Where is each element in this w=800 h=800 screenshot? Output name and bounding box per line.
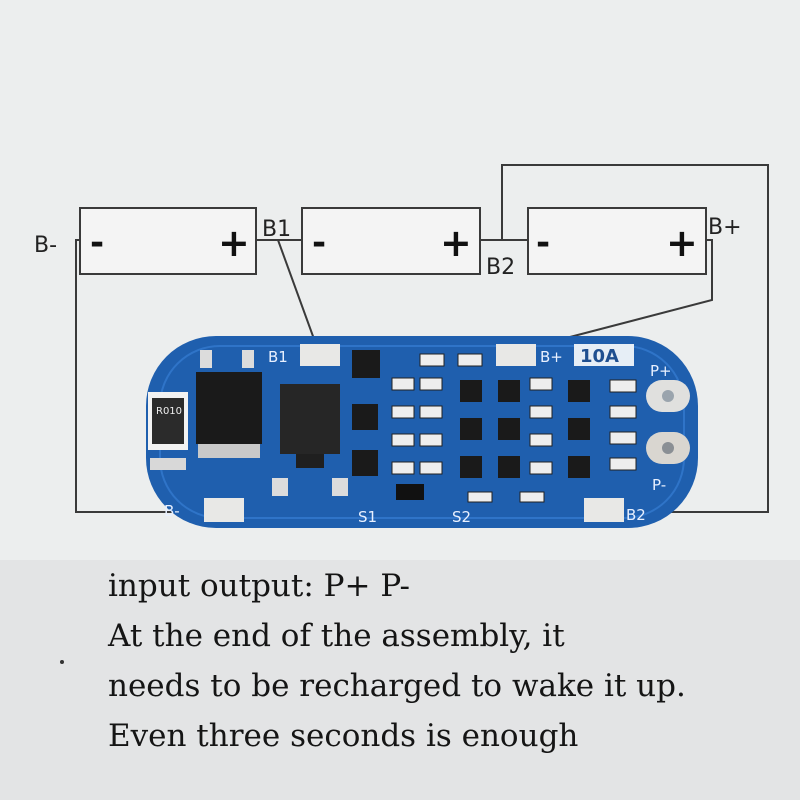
label-b-plus: B+ [708, 215, 742, 240]
label-b2: B2 [486, 255, 515, 280]
pad-b-plus [496, 344, 536, 366]
silk-b1: B1 [268, 348, 288, 366]
mosfet-1 [196, 372, 262, 444]
smd-resistor [609, 405, 637, 419]
pad-b-minus [204, 498, 244, 522]
smd-resistor [391, 433, 415, 447]
cell-2-negative: - [312, 223, 326, 263]
note-line-4: Even three seconds is enough [108, 718, 579, 754]
cell-3-negative: - [536, 223, 550, 263]
battery-cell-2: - + [301, 207, 481, 275]
note-line-3: needs to be recharged to wake it up. [108, 668, 686, 704]
silk-s2: S2 [452, 508, 471, 526]
bms-board: B1 B+ 10A P+ P- B- B2 S1 S2 R010 [146, 336, 698, 528]
current-rating: 10A [580, 346, 619, 367]
smd-resistor [529, 461, 553, 475]
cell-3-positive: + [666, 221, 698, 265]
smd-resistor [529, 377, 553, 391]
battery-cell-3: - + [527, 207, 707, 275]
label-b-minus: B- [34, 233, 57, 258]
note-line-2: At the end of the assembly, it [108, 618, 565, 654]
smd-resistor [419, 377, 443, 391]
smd-resistor [419, 461, 443, 475]
caption-background [0, 560, 800, 800]
silk-b-minus: B- [164, 502, 180, 520]
silk-b-plus: B+ [540, 348, 563, 366]
battery-cell-1: - + [79, 207, 257, 275]
cell-2-positive: + [440, 221, 472, 265]
smd-resistor [529, 405, 553, 419]
current-rating-box [574, 344, 634, 366]
cell-1-negative: - [90, 223, 104, 263]
pad-b1 [300, 344, 340, 366]
label-b1: B1 [262, 217, 291, 242]
smd-resistor [609, 431, 637, 445]
silk-b2: B2 [626, 506, 646, 524]
cell-1-positive: + [218, 221, 250, 265]
stray-dot [60, 660, 64, 664]
smd-resistor [391, 405, 415, 419]
smd-resistor [529, 433, 553, 447]
smd-resistor [419, 433, 443, 447]
smd-components [352, 350, 637, 503]
note-line-1: input output: P+ P- [108, 568, 410, 604]
smd-resistor [391, 461, 415, 475]
smd-resistor [609, 379, 637, 393]
silk-p-minus: P- [652, 476, 666, 494]
pad-b2 [584, 498, 624, 522]
smd-resistor [391, 377, 415, 391]
smd-resistor [419, 405, 443, 419]
silk-p-plus: P+ [650, 362, 672, 380]
silk-s1: S1 [358, 508, 377, 526]
smd-resistor [609, 457, 637, 471]
resistor-code: R010 [156, 406, 182, 417]
mosfet-2 [280, 384, 340, 454]
wires [75, 164, 769, 513]
